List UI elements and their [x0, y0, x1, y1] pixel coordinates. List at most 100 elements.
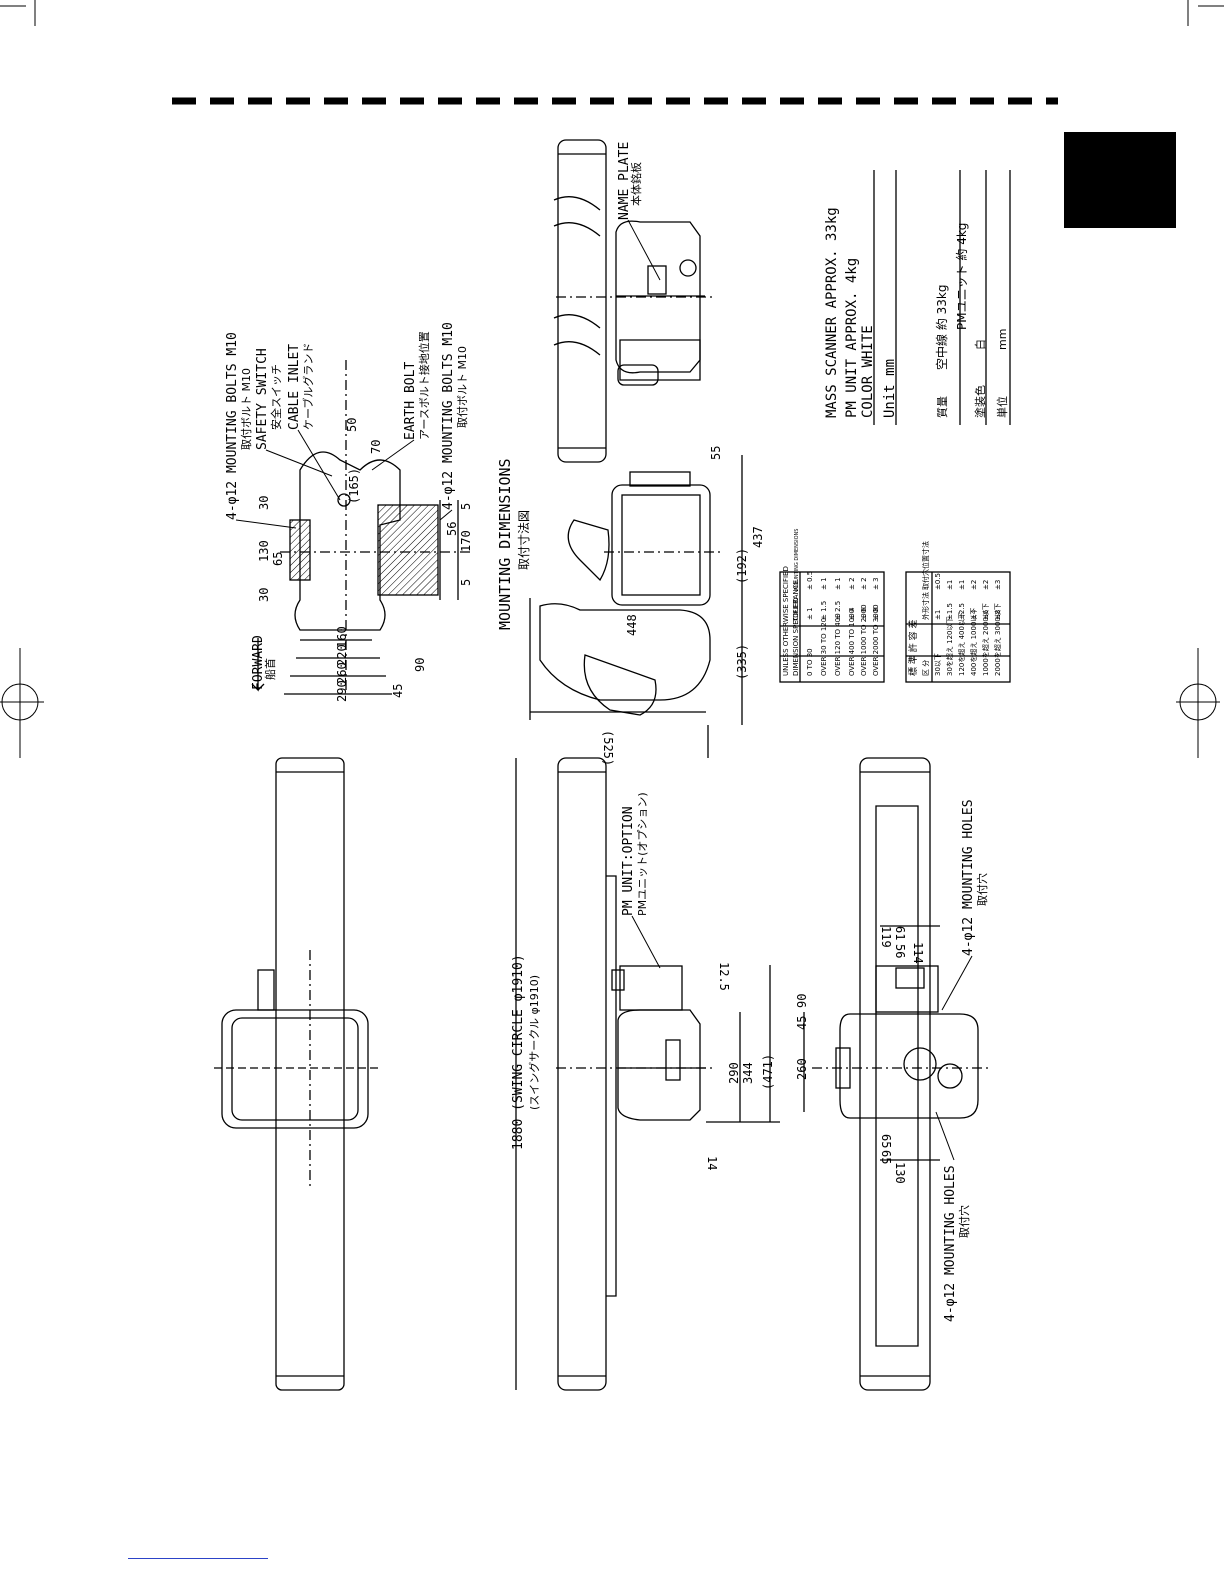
- jp-r5-c0: 2000を超え 3000以下: [993, 603, 1002, 676]
- jp-header-2: 取付穴位置寸法: [921, 541, 930, 590]
- title-en: MOUNTING DIMENSIONS: [496, 458, 514, 630]
- jp-header-0: 区 分: [921, 660, 930, 676]
- name-plate-en: NAME PLATE: [617, 142, 632, 220]
- dim-65c: 65: [879, 1134, 893, 1148]
- jp-tolerance-table: 標 準 許 容 差 区 分 外形寸法 取付穴位置寸法 30以下 ±1 ±0.5 …: [907, 541, 1002, 676]
- dim-55: 55: [709, 446, 723, 460]
- tol-r2-c2: ± 1: [834, 577, 842, 590]
- tol-header-tol: TOLERANCE: [792, 580, 800, 623]
- holes-upper-jp: 取付穴: [975, 873, 989, 906]
- footer-link-underline: [128, 1558, 268, 1559]
- tol-title: UNLESS OTHERWISE SPECIFIED: [782, 566, 790, 676]
- dim-335: (335): [735, 644, 749, 680]
- swing-jp: (スイングサークル φ1910): [527, 975, 541, 1110]
- spec-color: COLOR WHITE: [860, 325, 876, 418]
- jp-r5-c2: ±3: [994, 580, 1002, 590]
- dim-130b: 130: [893, 1162, 907, 1184]
- spec-pm-unit: PM UNIT APPROX. 4kg: [844, 258, 860, 418]
- spec-unit: Unit mm: [882, 359, 898, 418]
- forward-arrow: [251, 638, 265, 692]
- spec-unit-jp: mm: [996, 329, 1009, 350]
- holes-lower-en: 4-φ12 MOUNTING HOLES: [943, 1165, 958, 1322]
- dim-260b: 260: [795, 1058, 809, 1080]
- title-jp: 取付寸法図: [517, 510, 531, 570]
- tol-r5-c2: ± 3: [872, 577, 880, 590]
- antenna-side-view-left: [214, 757, 378, 1391]
- antenna-side-view-center: [515, 757, 780, 1391]
- dim-344: 344: [741, 1062, 755, 1084]
- tol-r3-c0: OVER 400 TO 1000: [848, 609, 856, 676]
- dim-5b: 5: [459, 579, 473, 586]
- dim-160: 160: [335, 626, 349, 648]
- jp-r2-c1: ±2.5: [958, 603, 966, 620]
- jp-table-grid: [905, 571, 1011, 683]
- dim-61: 61: [893, 926, 907, 940]
- tol-r0-c0: 0 TO 30: [806, 648, 814, 676]
- spec-color-jp-label: 塗装色: [973, 385, 987, 418]
- dim-448: 448: [625, 614, 639, 636]
- dim-290b: 290: [727, 1062, 741, 1084]
- tol-header-mount: MOUNTING DIMENSIONS: [794, 529, 800, 590]
- tol-r4-c0: OVER 1000 TO 2000: [860, 604, 868, 676]
- safety-switch-en: SAFETY SWITCH: [255, 348, 270, 450]
- holes-lower-jp: 取付穴: [957, 1205, 971, 1238]
- scanner-front-view: [529, 455, 743, 758]
- dim-56: 56: [445, 522, 459, 536]
- spec-unit-jp-label: 単位: [995, 396, 1009, 418]
- dim-65d: 65: [879, 1150, 893, 1164]
- jp-r1-c2: ±1: [946, 580, 954, 590]
- dim-70: 70: [369, 440, 383, 454]
- leader-lines: [235, 219, 973, 1161]
- spec-mass-scanner-jp: 空中線 約 33kg: [934, 285, 949, 370]
- jp-r0-c1: ±1: [934, 610, 942, 620]
- dim-50: 50: [345, 418, 359, 432]
- jp-r4-c0: 1000を超え 2000以下: [981, 603, 990, 676]
- antenna-top-view-right: [803, 757, 990, 1391]
- dim-260: 260: [335, 662, 349, 684]
- name-plate-jp: 本体銘板: [629, 162, 643, 206]
- tolerance-table-grid: [779, 571, 885, 683]
- tol-r5-c1: ± 8: [872, 607, 880, 620]
- jp-r5-c1: ±8: [994, 610, 1002, 620]
- jp-r1-c0: 30を超え 120以下: [945, 617, 954, 677]
- spec-rules: [873, 170, 1011, 425]
- jp-r3-c1: ±4: [970, 609, 978, 620]
- scanner-side-view: [553, 139, 712, 463]
- spec-mass-jp-label: 質量: [935, 396, 949, 418]
- jp-header-1: 外形寸法: [921, 592, 930, 620]
- tol-r3-c1: ± 4: [848, 607, 856, 620]
- tol-r0-c1: ± 1: [806, 607, 814, 620]
- jp-r2-c0: 120を超え 400以下: [957, 612, 966, 676]
- dim-5a: 5: [459, 503, 473, 510]
- forward-en: FORWARD: [251, 635, 266, 690]
- swing-en: 1880 (SWING CIRCLE φ1910): [511, 954, 526, 1150]
- crop-marks: [0, 0, 1224, 758]
- forward-jp: 船首: [263, 658, 277, 680]
- pm-unit-jp: PMユニット(オプション): [636, 792, 649, 916]
- spec-pm-unit-jp: PMユニット 約 4kg: [954, 223, 969, 330]
- jp-r4-c1: ±6: [982, 609, 990, 620]
- dim-165: (165): [347, 468, 361, 504]
- spec-color-jp: 白: [973, 339, 987, 350]
- dim-220: 220: [335, 644, 349, 666]
- bolts-bottom-jp: 取付ボルト M10: [456, 346, 469, 428]
- jp-r0-c0: 30以下: [934, 653, 942, 676]
- dim-56b: 56: [893, 944, 907, 958]
- tolerance-table: UNLESS OTHERWISE SPECIFIED DIMENSION SPE…: [782, 529, 880, 676]
- dim-90: 90: [413, 658, 427, 672]
- dim-45: 45: [391, 684, 405, 698]
- jp-title: 標 準 許 容 差: [907, 620, 919, 676]
- dim-192: (192): [735, 548, 749, 584]
- bolts-top-en: 4-φ12 MOUNTING BOLTS M10: [225, 332, 240, 520]
- bolts-top-jp: 取付ボルト M10: [240, 368, 253, 450]
- jp-r1-c1: ±1.5: [946, 603, 954, 620]
- cable-inlet-jp: ケーブルグランド: [301, 343, 315, 430]
- dim-170: 170: [459, 530, 473, 552]
- dim-437: 437: [751, 526, 765, 548]
- tol-r5-c0: OVER 2000 TO 3000: [872, 604, 880, 676]
- safety-switch-jp: 安全スイッチ: [269, 364, 283, 430]
- tol-r2-c1: ± 2.5: [834, 601, 842, 620]
- dim-90b: 90: [795, 994, 809, 1008]
